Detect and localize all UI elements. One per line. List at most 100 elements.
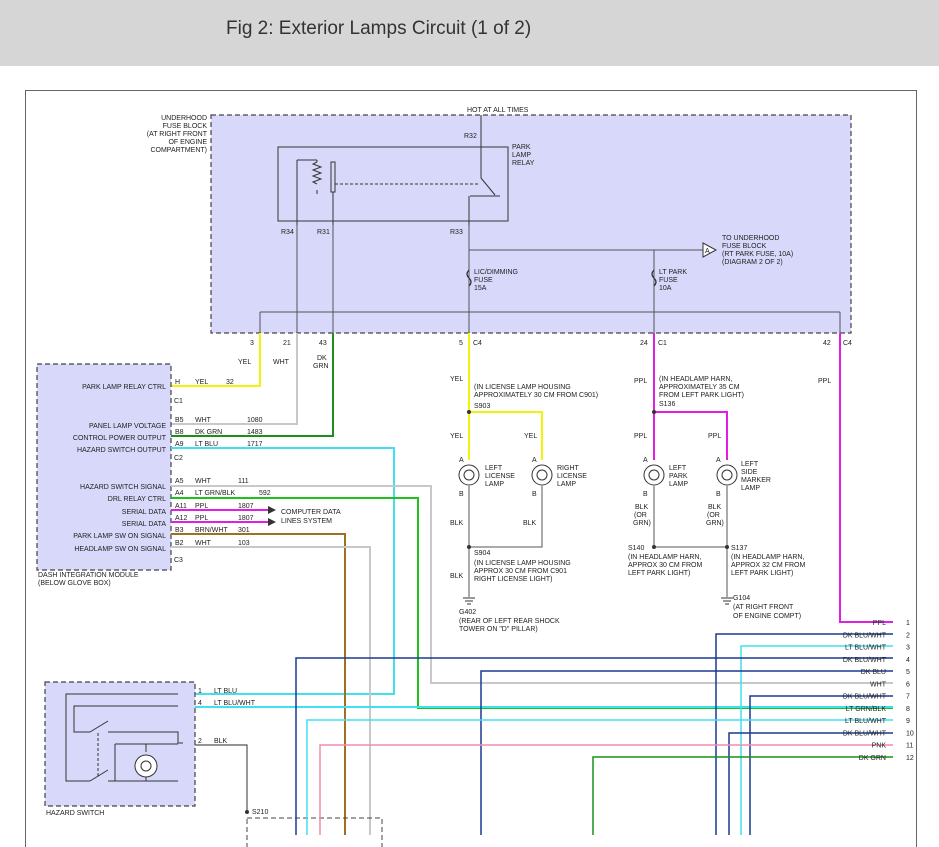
wire-yel-right-license (469, 411, 543, 460)
svg-text:A: A (643, 457, 648, 464)
svg-text:10A: 10A (659, 285, 672, 292)
svg-text:WHT: WHT (195, 540, 212, 547)
dash-integration-module (36, 363, 172, 571)
svg-text:PARK: PARK (669, 473, 688, 480)
wire-dkbluwht-4 (295, 657, 893, 835)
svg-text:RELAY: RELAY (512, 160, 535, 167)
svg-text:GRN): GRN) (633, 520, 651, 527)
svg-text:2: 2 (198, 738, 202, 745)
svg-text:PPL: PPL (708, 433, 721, 440)
dim-signal-park-lamp-relay-ctrl: PARK LAMP RELAY CTRL H YEL 32 (82, 379, 234, 391)
svg-text:COMPARTMENT): COMPARTMENT) (150, 147, 207, 154)
svg-text:1080: 1080 (247, 417, 263, 424)
left-license-lamp: A B LEFT LICENSE LAMP (458, 457, 515, 498)
svg-text:MARKER: MARKER (741, 477, 771, 484)
wire-dkblu-5 (480, 670, 893, 835)
svg-text:A11: A11 (175, 503, 187, 510)
svg-text:APPROX 32 CM FROM: APPROX 32 CM FROM (731, 562, 805, 569)
connector-row-color: PPL (873, 620, 886, 627)
svg-text:1717: 1717 (247, 441, 263, 448)
lic-dimming-fuse: LIC/DIMMING FUSE 15A (466, 269, 518, 292)
svg-text:C1: C1 (174, 398, 183, 405)
left-park-lamp: A B LEFT PARK LAMP (643, 457, 688, 498)
svg-text:APPROX 30 CM FROM C901: APPROX 30 CM FROM C901 (474, 568, 567, 575)
wire-yel-32 (171, 333, 261, 387)
svg-text:15A: 15A (474, 285, 487, 292)
svg-text:32: 32 (226, 379, 234, 386)
wire-wht-111 (171, 485, 893, 684)
dim-signal-panel-lamp-voltage: PANEL LAMP VOLTAGE B5 WHT 1080 (89, 417, 263, 430)
fuse-block-label: UNDERHOOD FUSE BLOCK (AT RIGHT FRONT OF … (147, 115, 208, 154)
svg-text:FUSE BLOCK: FUSE BLOCK (163, 123, 208, 130)
svg-text:1807: 1807 (238, 503, 254, 510)
connector-row-color: DK BLU/WHT (843, 694, 887, 701)
dim-signal-serial-data-a11: SERIAL DATA A11 PPL 1807 (122, 503, 254, 516)
left-side-marker-lamp: A B LEFT SIDE MARKER LAMP (716, 457, 771, 498)
connector-row-pin: 11 (906, 743, 913, 750)
svg-text:LT BLU: LT BLU (214, 688, 237, 695)
hazard-switch-pins: 1 LT BLU 4 LT BLU/WHT 2 BLK (198, 688, 256, 745)
svg-text:C1: C1 (658, 340, 667, 347)
svg-text:APPROXIMATELY 30 CM FROM C901): APPROXIMATELY 30 CM FROM C901) (474, 392, 598, 399)
connector-row-pin: 9 (906, 718, 910, 725)
svg-text:(REAR OF LEFT REAR SHOCK: (REAR OF LEFT REAR SHOCK (459, 618, 560, 625)
splice-s904-note: S904 (IN LICENSE LAMP HOUSING APPROX 30 … (474, 550, 571, 583)
svg-text:DRL RELAY CTRL: DRL RELAY CTRL (108, 496, 166, 503)
svg-text:(AT RIGHT FRONT: (AT RIGHT FRONT (147, 131, 208, 138)
svg-text:LAMP: LAMP (485, 481, 504, 488)
wire-dkgrn-1483 (171, 333, 334, 437)
svg-text:(IN LICENSE LAMP HOUSING: (IN LICENSE LAMP HOUSING (474, 560, 571, 567)
connector-row-color: LT GRN/BLK (846, 706, 887, 713)
svg-text:(IN HEADLAMP HARN,: (IN HEADLAMP HARN, (659, 376, 732, 383)
svg-text:PPL: PPL (195, 515, 208, 522)
wire-brnwht-301 (171, 533, 346, 835)
figure-title: Fig 2: Exterior Lamps Circuit (1 of 2) (226, 18, 532, 39)
svg-text:R31: R31 (317, 229, 330, 236)
wire-dkbluwht-10 (728, 732, 893, 835)
wire-wht-103 (171, 546, 371, 835)
svg-text:H: H (175, 379, 180, 386)
svg-text:APPROXIMATELY 35 CM: APPROXIMATELY 35 CM (659, 384, 740, 391)
svg-text:LAMP: LAMP (669, 481, 688, 488)
svg-text:PPL: PPL (195, 503, 208, 510)
svg-text:C3: C3 (174, 557, 183, 564)
svg-text:BLK: BLK (214, 738, 228, 745)
svg-text:PPL: PPL (634, 433, 647, 440)
dim-signal-serial-data-a12: SERIAL DATA A12 PPL 1807 (122, 515, 254, 528)
svg-text:R34: R34 (281, 229, 294, 236)
wire-ppl-connector-1 (839, 333, 893, 623)
diagram-frame (25, 90, 917, 847)
svg-text:PPL: PPL (634, 378, 647, 385)
dim-label: DASH INTEGRATION MODULE (BELOW GLOVE BOX… (38, 572, 139, 587)
svg-text:CONTROL POWER OUTPUT: CONTROL POWER OUTPUT (73, 435, 167, 442)
svg-text:G104: G104 (733, 595, 750, 602)
svg-text:LT PARK: LT PARK (659, 269, 687, 276)
svg-text:(DIAGRAM 2 OF 2): (DIAGRAM 2 OF 2) (722, 259, 783, 266)
wire-label-dkgrn: DK (317, 355, 327, 362)
connector-row-color: DK BLU (861, 669, 886, 676)
connector-row-color: LT BLU/WHT (845, 645, 887, 652)
connector-row-pin: 12 (906, 755, 914, 762)
svg-text:LT BLU: LT BLU (195, 441, 218, 448)
svg-text:A: A (459, 457, 464, 464)
splice-s140-note: S140 (IN HEADLAMP HARN, APPROX 30 CM FRO… (628, 545, 702, 577)
svg-text:A12: A12 (175, 515, 188, 522)
svg-text:FUSE: FUSE (659, 277, 678, 284)
svg-text:SERIAL DATA: SERIAL DATA (122, 521, 167, 528)
connector-row-pin: 2 (906, 632, 910, 639)
svg-text:WHT: WHT (195, 417, 212, 424)
connector-row-pin: 8 (906, 706, 910, 713)
svg-text:PARK LAMP SW ON SIGNAL: PARK LAMP SW ON SIGNAL (73, 533, 166, 540)
svg-text:TOWER ON "D" PILLAR): TOWER ON "D" PILLAR) (459, 626, 538, 633)
svg-text:YEL: YEL (524, 433, 537, 440)
wire-pnk-11 (319, 744, 893, 835)
svg-text:WHT: WHT (195, 478, 212, 485)
svg-text:APPROX 30 CM FROM: APPROX 30 CM FROM (628, 562, 702, 569)
hazard-switch-label: HAZARD SWITCH (46, 810, 104, 817)
svg-text:C4: C4 (473, 340, 482, 347)
svg-text:PARK LAMP RELAY CTRL: PARK LAMP RELAY CTRL (82, 384, 166, 391)
splice-s136-note: (IN HEADLAMP HARN, APPROXIMATELY 35 CM F… (659, 376, 744, 408)
connector-row-pin: 10 (906, 730, 914, 737)
svg-text:BLK: BLK (450, 573, 464, 580)
svg-text:(BELOW GLOVE BOX): (BELOW GLOVE BOX) (38, 580, 111, 587)
